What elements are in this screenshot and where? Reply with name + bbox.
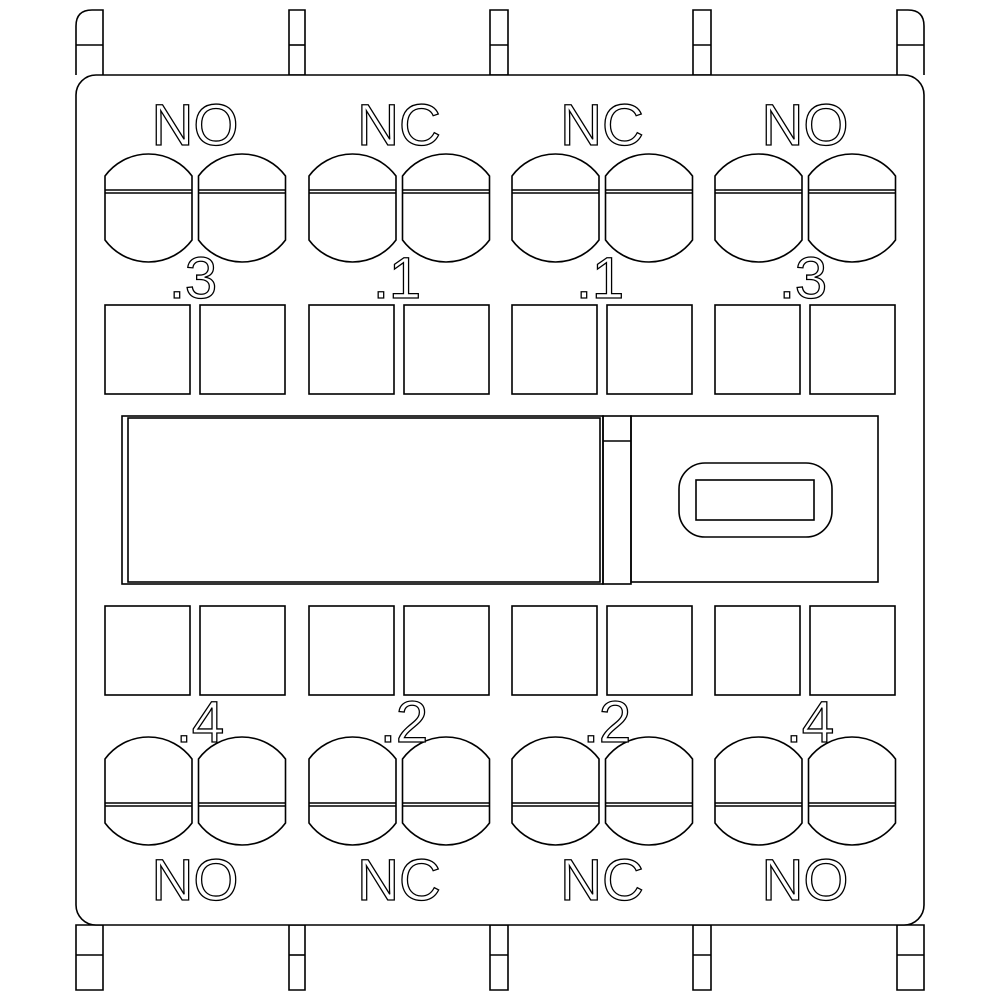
indicator-panel xyxy=(630,415,879,583)
screw-terminal xyxy=(511,153,600,263)
top-contact-label: NC xyxy=(560,93,644,158)
mounting-tab xyxy=(75,924,104,991)
bottom-terminal-number: .4 xyxy=(176,690,224,755)
terminal-group-1 xyxy=(104,153,287,846)
terminal-group-4 xyxy=(714,153,897,846)
screw-terminal xyxy=(197,736,287,846)
screw-terminal xyxy=(807,153,897,263)
wire-entry xyxy=(308,304,395,395)
label-plate-inner xyxy=(127,417,601,583)
screw-terminal xyxy=(104,736,193,846)
top-terminal-number: .3 xyxy=(169,246,217,311)
mounting-tab xyxy=(288,9,306,76)
wire-entry xyxy=(199,605,286,696)
wire-entry xyxy=(104,605,191,696)
wire-entry xyxy=(606,304,693,395)
wire-entry xyxy=(714,605,801,696)
wire-entry xyxy=(511,304,598,395)
screw-terminal xyxy=(714,153,803,263)
wire-entry xyxy=(403,304,490,395)
bottom-terminal-number: .4 xyxy=(786,690,834,755)
wire-entry xyxy=(199,304,286,395)
mounting-tab xyxy=(288,924,306,991)
mounting-tab xyxy=(489,9,509,76)
housing-body xyxy=(75,74,925,926)
screw-terminal xyxy=(197,153,287,263)
wire-entry xyxy=(809,605,896,696)
mounting-tab xyxy=(896,9,925,75)
top-terminal-number: .1 xyxy=(373,246,421,311)
screw-terminal xyxy=(511,736,600,846)
bottom-contact-label: NC xyxy=(357,848,441,913)
center-label-area xyxy=(121,415,879,585)
wire-entry xyxy=(511,605,598,696)
terminal-group-3 xyxy=(511,153,694,846)
top-contact-label: NO xyxy=(152,93,239,158)
top-contact-label: NO xyxy=(762,93,849,158)
bottom-terminal-number: .2 xyxy=(583,690,631,755)
wire-entry xyxy=(714,304,801,395)
screw-terminal xyxy=(401,153,491,263)
bottom-contact-label: NO xyxy=(762,848,849,913)
screw-terminal xyxy=(104,153,193,263)
bottom-contact-label: NO xyxy=(152,848,239,913)
wire-entry xyxy=(606,605,693,696)
wire-entry xyxy=(809,304,896,395)
top-contact-label: NC xyxy=(357,93,441,158)
mounting-tab xyxy=(896,924,925,991)
mounting-tabs xyxy=(75,9,925,991)
indicator-window xyxy=(695,479,815,521)
screw-terminal xyxy=(807,736,897,846)
screw-terminal xyxy=(714,736,803,846)
mounting-tab xyxy=(489,924,509,991)
bottom-terminal-number: .2 xyxy=(380,690,428,755)
indicator-window-frame xyxy=(678,462,833,538)
bottom-contact-label: NC xyxy=(560,848,644,913)
terminal-group-2 xyxy=(308,153,491,846)
screw-terminal xyxy=(308,153,397,263)
wire-entry xyxy=(403,605,490,696)
wire-entry xyxy=(308,605,395,696)
mounting-tab xyxy=(692,924,712,991)
screw-terminal xyxy=(308,736,397,846)
top-terminal-number: .1 xyxy=(576,246,624,311)
top-terminal-number: .3 xyxy=(779,246,827,311)
terminal-groups xyxy=(104,153,897,846)
screw-terminal xyxy=(604,153,694,263)
screw-terminal xyxy=(401,736,491,846)
screw-terminal xyxy=(604,736,694,846)
mounting-tab xyxy=(692,9,712,76)
mounting-tab xyxy=(75,9,104,75)
wire-entry xyxy=(104,304,191,395)
